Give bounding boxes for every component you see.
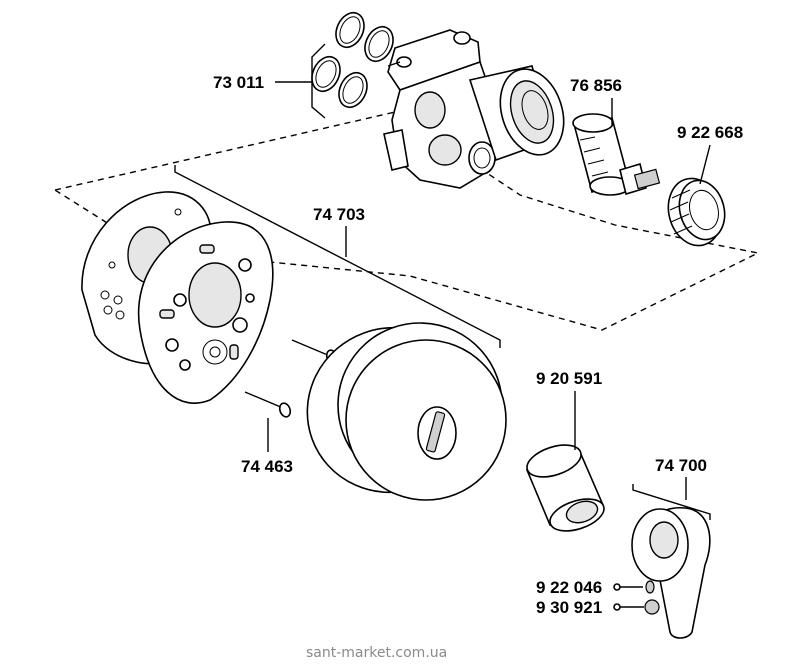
label-73011: 73 011 xyxy=(213,73,264,92)
label-922668: 9 22 668 xyxy=(677,123,743,142)
label-920591: 9 20 591 xyxy=(536,369,602,388)
label-74703: 74 703 xyxy=(313,205,365,224)
trim-plate xyxy=(137,221,274,404)
trim-cover xyxy=(306,322,507,501)
cartridge xyxy=(572,113,661,196)
handle xyxy=(631,507,711,639)
cap xyxy=(644,599,660,615)
valve-body xyxy=(383,29,565,189)
o-ring-set xyxy=(311,11,394,109)
label-74463: 74 463 xyxy=(241,457,293,476)
label-76856: 76 856 xyxy=(570,76,622,95)
watermark: sant-market.com.ua xyxy=(306,645,447,661)
label-930921: 9 30 921 xyxy=(536,598,602,617)
label-922046: 9 22 046 xyxy=(536,578,602,597)
set-screw xyxy=(645,580,655,594)
bonnet-nut xyxy=(667,177,726,247)
sleeve xyxy=(525,444,605,532)
label-74700: 74 700 xyxy=(655,456,707,475)
